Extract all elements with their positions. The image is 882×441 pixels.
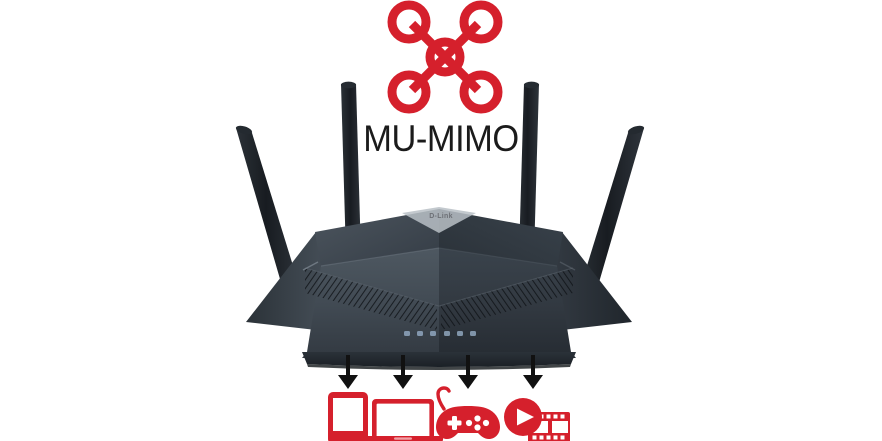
led-indicator xyxy=(469,330,476,336)
router-base xyxy=(302,352,576,367)
antenna-right-outer xyxy=(577,128,644,303)
game-controller-icon xyxy=(436,386,500,439)
down-arrow xyxy=(523,355,543,389)
led-indicator xyxy=(430,330,437,336)
router-led-strip xyxy=(404,327,476,339)
led-indicator xyxy=(417,330,424,336)
mu-mimo-network-icon xyxy=(387,0,503,114)
led-indicator xyxy=(456,330,463,336)
led-indicator xyxy=(443,330,450,336)
router-logo-plate xyxy=(402,207,476,233)
router-wing-right xyxy=(552,232,632,330)
down-arrow xyxy=(338,355,358,389)
video-media-icon xyxy=(504,398,570,441)
router-wing-left xyxy=(246,232,326,330)
smartphone-icon xyxy=(328,392,368,441)
led-indicator xyxy=(404,330,410,336)
dlink-brand-logo: D-Link xyxy=(429,213,453,220)
wifi-router-illustration xyxy=(235,81,645,370)
connected-devices-row xyxy=(328,355,570,441)
arrow-group xyxy=(338,355,543,389)
antenna-left-outer xyxy=(236,128,303,303)
down-arrow xyxy=(458,355,478,389)
mu-mimo-label: MU-MIMO xyxy=(363,118,519,159)
down-arrow xyxy=(393,355,413,389)
laptop-icon xyxy=(363,399,443,441)
